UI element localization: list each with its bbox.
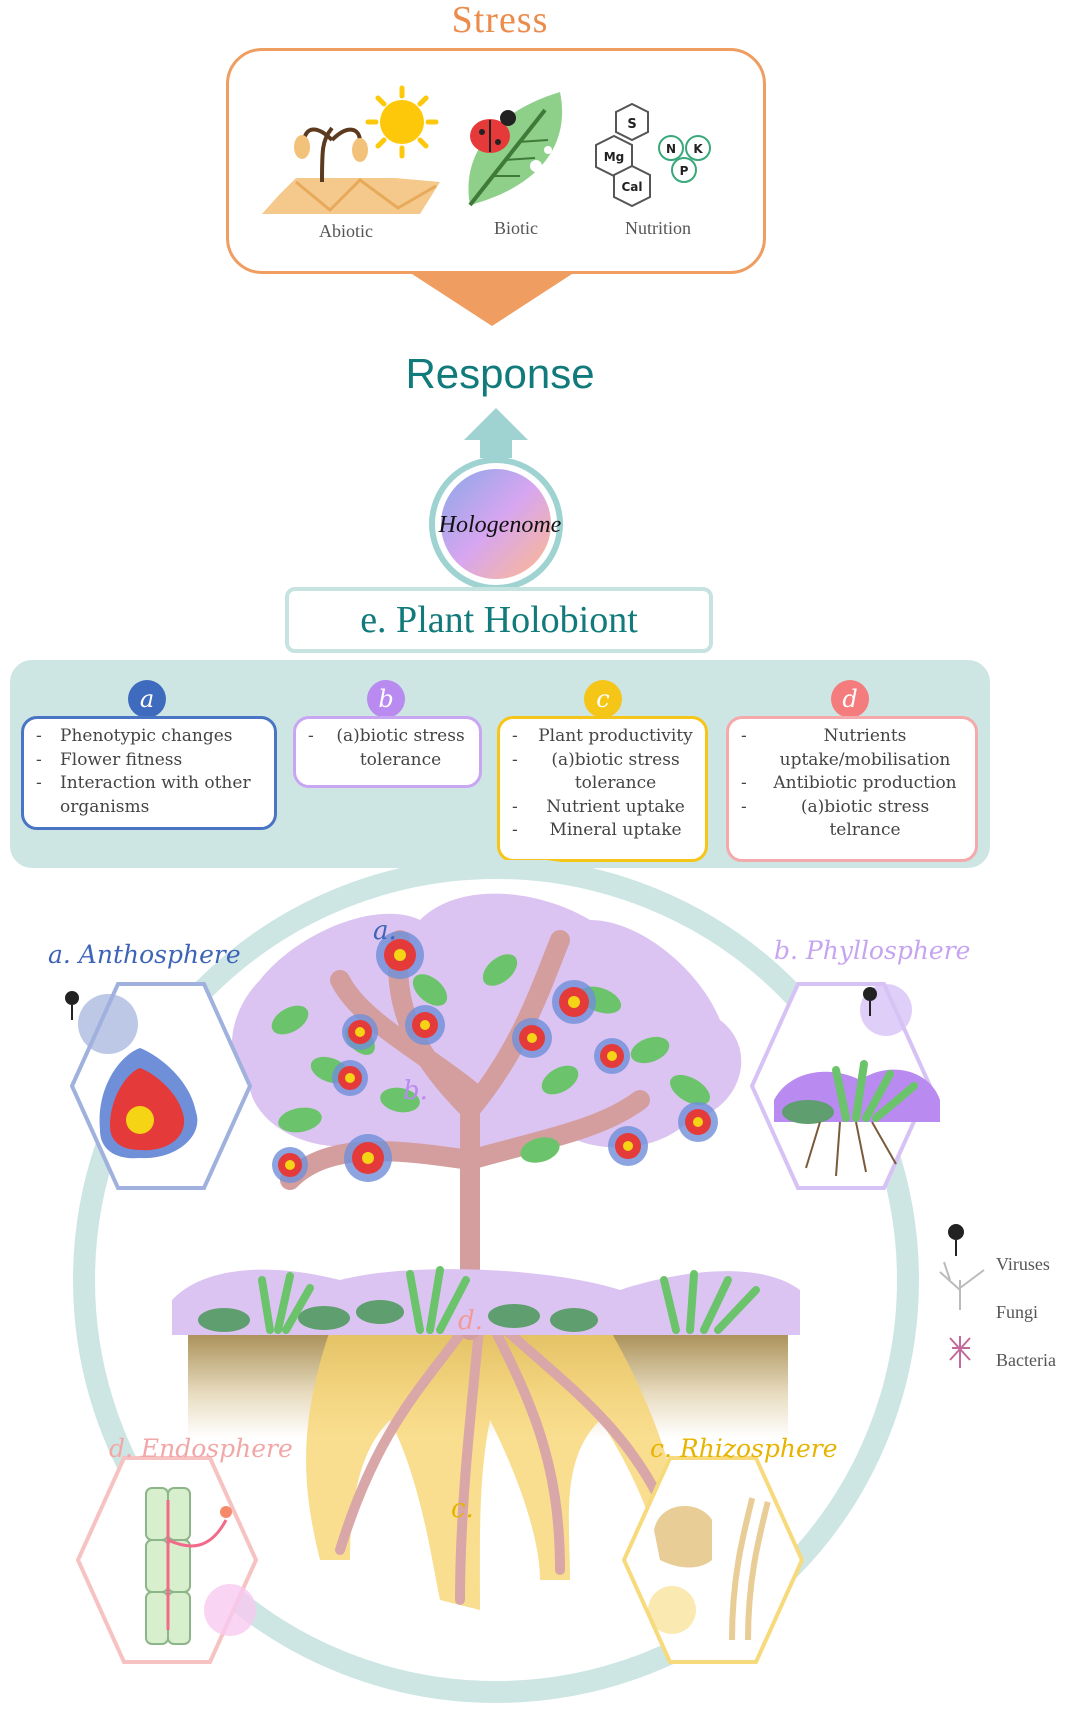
svg-text:Mg: Mg [604, 150, 625, 164]
region-label-rhizosphere: c. Rhizosphere [650, 1434, 838, 1463]
function-item: Flower fitness [34, 749, 264, 773]
legend-icons [939, 1224, 985, 1368]
function-item: Plant productivity [510, 725, 695, 749]
ladybug-leaf-icon [468, 92, 563, 207]
hologenome-label: Hologenome [438, 512, 562, 538]
function-item: (a)biotic stress telrance [739, 796, 965, 843]
function-item: Phenotypic changes [34, 725, 264, 749]
stress-label-biotic: Biotic [494, 218, 538, 238]
svg-text:K: K [693, 142, 703, 156]
bacteria-icon [949, 1336, 971, 1368]
holobiont-diagram [65, 860, 985, 1703]
tree-flowers [272, 931, 718, 1183]
function-item: Nutrient uptake [510, 796, 695, 820]
tree-label-c: c. [451, 1494, 474, 1524]
svg-text:Cal: Cal [621, 180, 642, 194]
rhizosphere-halo [306, 1330, 680, 1610]
svg-text:S: S [627, 117, 636, 132]
stress-label-abiotic: Abiotic [319, 221, 373, 241]
region-label-anthosphere: a. Anthosphere [48, 940, 241, 969]
svg-text:N: N [666, 142, 676, 156]
stress-title: Stress [451, 0, 549, 41]
badge-c: c [584, 680, 622, 718]
response-arrow [464, 408, 528, 458]
function-card-d: Nutrients uptake/mobilisation Antibiotic… [726, 716, 978, 862]
stress-label-nutrition: Nutrition [625, 218, 691, 238]
region-label-endosphere: d. Endosphere [109, 1434, 293, 1463]
region-label-phyllosphere: b. Phyllosphere [774, 936, 971, 965]
legend-label-fungi: Fungi [996, 1302, 1039, 1322]
legend-label-bacteria: Bacteria [996, 1350, 1056, 1370]
response-title: Response [405, 350, 595, 397]
rhizosphere-hexagon [621, 1456, 805, 1664]
fungi-icon [939, 1261, 985, 1310]
nutrient-hexagons-icon: S Mg Cal N K P [595, 102, 711, 208]
function-item: (a)biotic stress tolerance [306, 725, 469, 772]
function-item: Interaction with other organisms [34, 772, 264, 819]
function-item: Nutrients uptake/mobilisation [739, 725, 965, 772]
badge-d: d [831, 680, 869, 718]
function-item: Antibiotic production [739, 772, 965, 796]
function-item: (a)biotic stress tolerance [510, 749, 695, 796]
function-card-b: (a)biotic stress tolerance [293, 716, 482, 788]
plant-holobiont-title: e. Plant Holobiont [285, 587, 713, 653]
function-card-a: Phenotypic changes Flower fitness Intera… [21, 716, 277, 830]
svg-text:P: P [680, 164, 689, 178]
ground-plants [172, 1266, 800, 1335]
hologenome-graphics [429, 408, 563, 590]
tree-label-a: a. [373, 916, 397, 946]
stress-graphics: S Mg Cal N K P [262, 85, 711, 326]
stress-pointer-arrow [412, 274, 572, 326]
endosphere-hexagon [75, 1456, 259, 1664]
virus-icon [948, 1224, 964, 1240]
tree-label-b: b. [403, 1076, 428, 1106]
phyllosphere-hexagon [749, 982, 940, 1190]
badge-a: a [128, 680, 166, 718]
holobiont-ring [73, 860, 919, 1703]
function-item: Mineral uptake [510, 819, 695, 843]
tree-label-d: d. [458, 1306, 483, 1336]
legend-label-viruses: Viruses [996, 1254, 1050, 1274]
function-card-c: Plant productivity (a)biotic stress tole… [497, 716, 708, 862]
drought-sun-icon [262, 85, 440, 214]
tree-roots [335, 1315, 665, 1605]
badge-b: b [367, 680, 405, 718]
anthosphere-hexagon [65, 982, 253, 1190]
